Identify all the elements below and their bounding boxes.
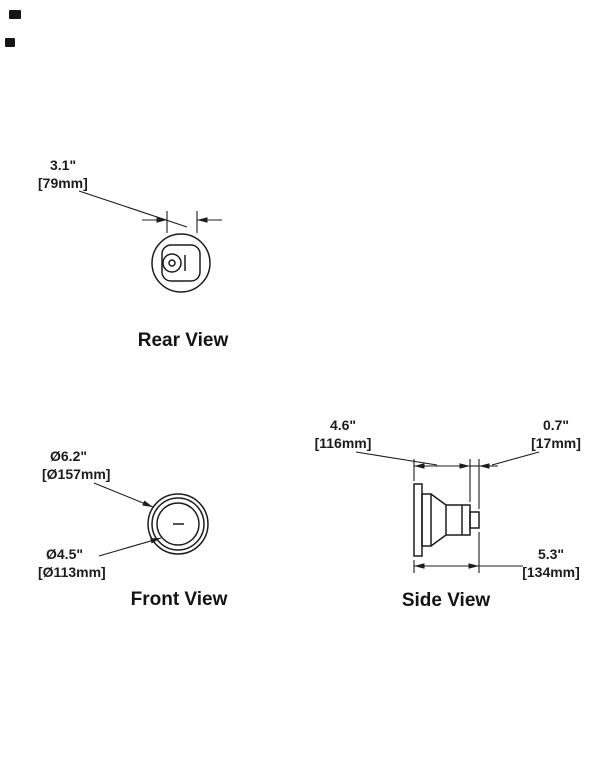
front-outer-diameter-inches: Ø6.2" xyxy=(50,448,87,464)
side-basket-front xyxy=(421,493,432,547)
side-depth-mm: [116mm] xyxy=(315,435,372,451)
front-middle-circle xyxy=(151,497,205,551)
side-view-label: Side View xyxy=(402,590,491,611)
side-overall-mm: [134mm] xyxy=(522,564,580,580)
leader-line xyxy=(355,451,438,466)
front-outer-diameter-mm: [Ø157mm] xyxy=(42,466,110,482)
side-terminal xyxy=(469,511,480,529)
rear-width-mm: [79mm] xyxy=(38,175,88,191)
leader-line xyxy=(93,482,154,508)
rear-width-inches: 3.1" xyxy=(50,157,76,173)
rear-terminal-circle xyxy=(162,253,182,273)
rear-terminal-dot xyxy=(168,259,176,267)
rear-housing-outline xyxy=(161,244,201,282)
leader-line xyxy=(98,537,162,557)
side-overall-inches: 5.3" xyxy=(538,546,564,562)
side-taper-top xyxy=(430,493,447,506)
front-inner-diameter-inches: Ø4.5" xyxy=(46,546,83,562)
side-flange-inches: 0.7" xyxy=(543,417,569,433)
front-view: Ø6.2" [Ø157mm] Ø4.5" [Ø113mm] Front View xyxy=(38,448,228,610)
front-inner-circle xyxy=(156,502,200,546)
side-flange xyxy=(413,483,423,557)
side-magnet xyxy=(445,504,471,536)
front-outer-circle xyxy=(147,493,209,555)
leader-line xyxy=(78,190,188,228)
rear-view: 3.1" [79mm] Rear View xyxy=(38,157,228,351)
side-taper-bottom xyxy=(430,534,447,547)
rear-view-label: Rear View xyxy=(138,330,229,351)
leader-line xyxy=(491,451,540,466)
front-inner-diameter-mm: [Ø113mm] xyxy=(38,564,106,580)
scan-artifact xyxy=(5,38,15,47)
front-view-label: Front View xyxy=(131,589,228,610)
scan-artifact xyxy=(9,10,21,19)
side-depth-inches: 4.6" xyxy=(330,417,356,433)
rear-outer-circle xyxy=(151,233,211,293)
side-view: 4.6" [116mm] 0.7" [17mm] xyxy=(315,417,581,611)
side-flange-mm: [17mm] xyxy=(531,435,581,451)
